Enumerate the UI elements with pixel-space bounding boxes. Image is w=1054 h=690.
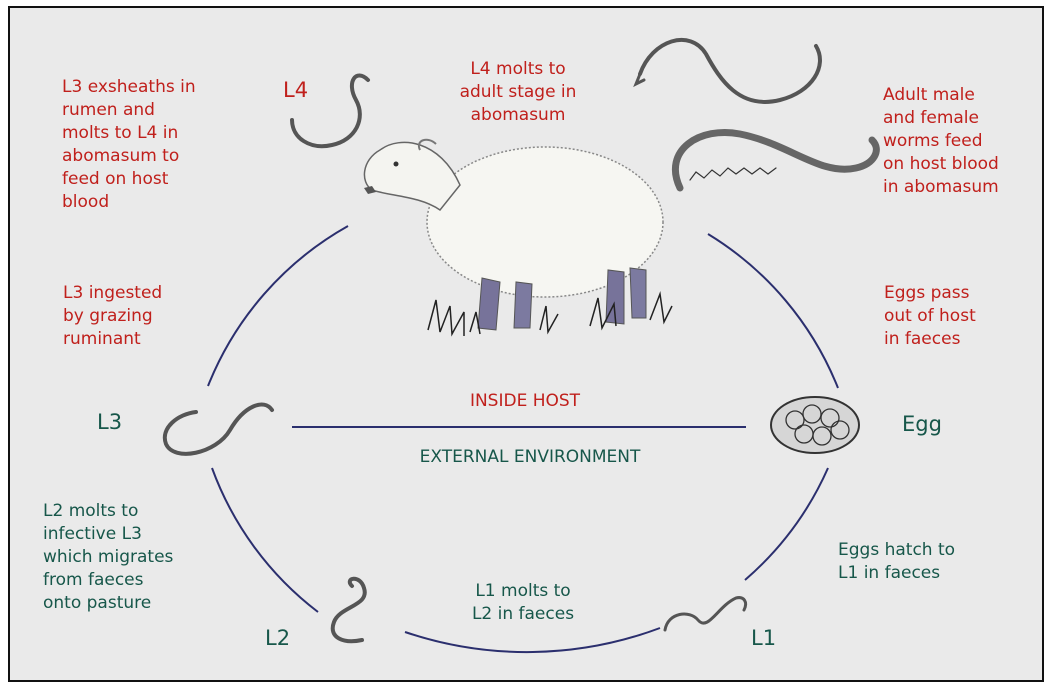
- stage-label-l4: L4: [283, 79, 308, 102]
- caption-eggs-hatch: Eggs hatch to L1 in faeces: [838, 539, 955, 585]
- external-environment-label: EXTERNAL ENVIRONMENT: [360, 446, 700, 469]
- l3-larva-icon: [165, 404, 272, 453]
- egg-icon: [771, 397, 859, 453]
- caption-l3-ingested: L3 ingested by grazing ruminant: [63, 282, 162, 351]
- l1-larva-icon: [665, 598, 746, 630]
- arc-upper-left: [208, 226, 348, 386]
- arc-upper-right: [708, 234, 838, 388]
- inside-host-label: INSIDE HOST: [400, 390, 650, 413]
- sheep-illustration: [364, 140, 672, 336]
- adult-worm-icon: [636, 40, 876, 188]
- arc-lower-right: [745, 468, 828, 580]
- caption-l3-exsheaths: L3 exsheaths in rumen and molts to L4 in…: [62, 76, 196, 214]
- stage-label-l2: L2: [265, 627, 290, 650]
- caption-l2-molts: L2 molts to infective L3 which migrates …: [43, 500, 173, 615]
- arc-bottom: [405, 628, 660, 652]
- arc-lower-left: [212, 468, 318, 612]
- l2-larva-icon: [333, 579, 365, 641]
- caption-adults-feed: Adult male and female worms feed on host…: [883, 84, 999, 199]
- caption-l1-molts: L1 molts to L2 in faeces: [448, 580, 598, 626]
- stage-label-egg: Egg: [902, 413, 942, 436]
- stage-label-l1: L1: [751, 627, 776, 650]
- caption-l4-molts: L4 molts to adult stage in abomasum: [430, 58, 606, 127]
- stage-label-l3: L3: [97, 411, 122, 434]
- caption-eggs-pass: Eggs pass out of host in faeces: [884, 282, 976, 351]
